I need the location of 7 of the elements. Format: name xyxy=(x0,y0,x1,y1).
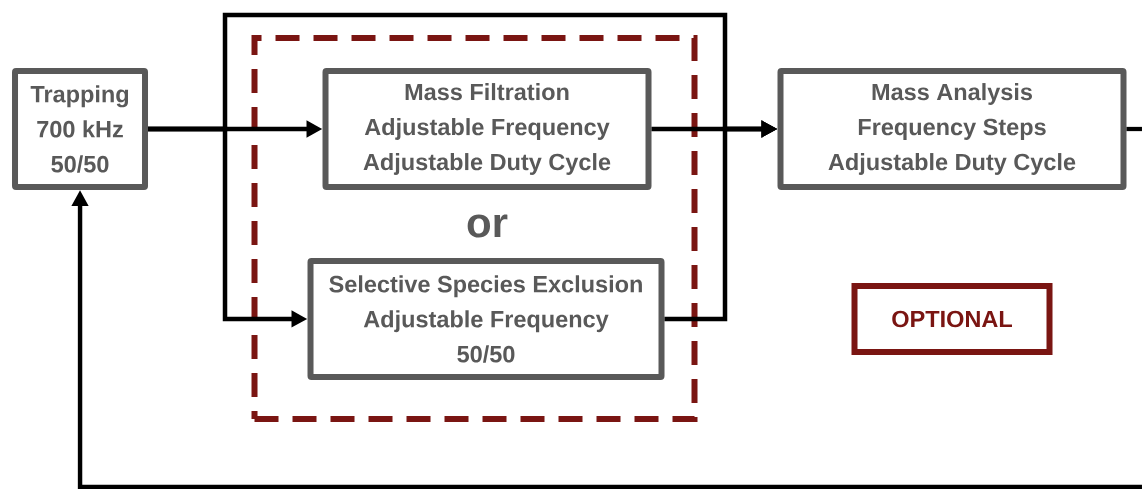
process-box: Mass Analysis Frequency Steps Adjustable Duty Cycle xyxy=(777,68,1127,190)
process-box: Trapping 700 kHz 50/50 xyxy=(12,68,148,190)
or-label: or xyxy=(467,214,508,238)
process-box: Selective Species Exclusion Adjustable Frequency 50/50 xyxy=(307,258,665,380)
process-box: Mass Filtration Adjustable Frequency Adjustable Duty Cycle xyxy=(322,68,652,190)
optional-box: OPTIONAL xyxy=(851,283,1053,355)
optional-region xyxy=(251,35,698,422)
